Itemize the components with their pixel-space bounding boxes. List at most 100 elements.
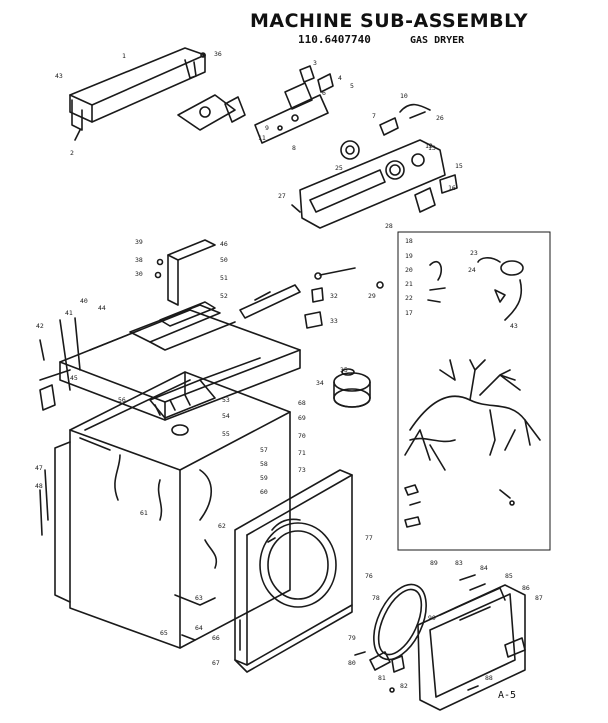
callout-63: 63 [195, 594, 203, 602]
callout-15: 15 [455, 162, 463, 170]
callout-59: 59 [260, 474, 268, 482]
callout-labels: 1 2 43 36 3 4 5 6 7 8 9 10 11 12 13 15 1… [35, 50, 543, 690]
callout-1: 1 [122, 52, 126, 60]
callout-60: 60 [260, 488, 268, 496]
callout-32: 32 [330, 292, 338, 300]
callout-86: 86 [522, 584, 530, 592]
callout-48: 48 [35, 482, 43, 490]
callout-56: 56 [118, 396, 126, 404]
callout-79: 79 [348, 634, 356, 642]
left-side-parts [39, 317, 81, 536]
callout-82: 82 [400, 682, 408, 690]
callout-43-harness: 43 [510, 322, 518, 330]
callout-45: 45 [70, 374, 78, 382]
callout-28: 28 [385, 222, 393, 230]
callout-30: 30 [135, 270, 143, 278]
callout-83: 83 [455, 559, 463, 567]
callout-71: 71 [298, 449, 306, 457]
callout-85: 85 [505, 572, 513, 580]
callout-89: 89 [430, 559, 438, 567]
callout-26: 26 [436, 114, 444, 122]
callout-41: 41 [65, 309, 73, 317]
page-title: MACHINE SUB-ASSEMBLY [250, 10, 528, 32]
callout-4: 4 [338, 74, 342, 82]
callout-9: 9 [265, 124, 269, 132]
callout-73: 73 [298, 466, 306, 474]
callout-53: 53 [222, 396, 230, 404]
callout-38: 38 [135, 256, 143, 264]
callout-42: 42 [36, 322, 44, 330]
callout-22: 22 [405, 294, 413, 302]
callout-44: 44 [98, 304, 106, 312]
callout-47: 47 [35, 464, 43, 472]
callout-16: 16 [448, 184, 456, 192]
callout-67: 67 [212, 659, 220, 667]
callout-77: 77 [365, 534, 373, 542]
callout-76: 76 [365, 572, 373, 580]
exhaust-duct-parts [154, 239, 301, 327]
callout-55: 55 [222, 430, 230, 438]
callout-29: 29 [368, 292, 376, 300]
callout-23: 23 [470, 249, 478, 257]
callout-64: 64 [195, 624, 203, 632]
callout-58: 58 [260, 460, 268, 468]
callout-19: 19 [405, 252, 413, 260]
page-reference: A-5 [498, 690, 517, 701]
control-panel-part [291, 139, 458, 229]
callout-78: 78 [372, 594, 380, 602]
model-number: 110.6407740 [298, 33, 371, 46]
timer-switch-parts [177, 65, 431, 160]
callout-52: 52 [220, 292, 228, 300]
door-part [417, 584, 526, 711]
callout-11: 11 [258, 134, 266, 142]
callout-66: 66 [212, 634, 220, 642]
callout-8: 8 [292, 144, 296, 152]
callout-17: 17 [405, 309, 413, 317]
callout-70: 70 [298, 432, 306, 440]
callout-7: 7 [372, 112, 376, 120]
callout-54: 54 [222, 412, 230, 420]
front-panel-part [234, 469, 353, 673]
callout-61: 61 [140, 509, 148, 517]
callout-65: 65 [160, 629, 168, 637]
callout-27: 27 [278, 192, 286, 200]
wiring-harness-inset [397, 231, 551, 551]
callout-69: 69 [298, 414, 306, 422]
callout-40: 40 [80, 297, 88, 305]
callout-2: 2 [70, 149, 74, 157]
drum-seal-part [333, 368, 371, 408]
door-hinge-parts [354, 574, 486, 693]
callout-36: 36 [214, 50, 222, 58]
callout-6: 6 [322, 89, 326, 97]
callout-43-top: 43 [55, 72, 63, 80]
callout-39: 39 [135, 238, 143, 246]
thermostat-parts [304, 267, 384, 329]
callout-88: 88 [485, 674, 493, 682]
callout-62: 62 [218, 522, 226, 530]
callout-10: 10 [400, 92, 408, 100]
callout-18: 18 [405, 237, 413, 245]
callout-57: 57 [260, 446, 268, 454]
callout-13: 13 [428, 144, 436, 152]
callout-46: 46 [220, 240, 228, 248]
callout-51: 51 [220, 274, 228, 282]
callout-87: 87 [535, 594, 543, 602]
callout-21: 21 [405, 280, 413, 288]
callout-35: 35 [340, 366, 348, 374]
callout-68: 68 [298, 399, 306, 407]
callout-3: 3 [313, 59, 317, 67]
callout-84: 84 [480, 564, 488, 572]
callout-33: 33 [330, 317, 338, 325]
callout-25: 25 [335, 164, 343, 172]
top-console-part [69, 47, 206, 141]
callout-5: 5 [350, 82, 354, 90]
callout-80: 80 [348, 659, 356, 667]
callout-20: 20 [405, 266, 413, 274]
callout-34: 34 [316, 379, 324, 387]
callout-50: 50 [220, 256, 228, 264]
callout-24: 24 [468, 266, 476, 274]
cabinet-top-part [59, 304, 301, 421]
callout-12: 12 [425, 142, 433, 150]
callout-81: 81 [378, 674, 386, 682]
